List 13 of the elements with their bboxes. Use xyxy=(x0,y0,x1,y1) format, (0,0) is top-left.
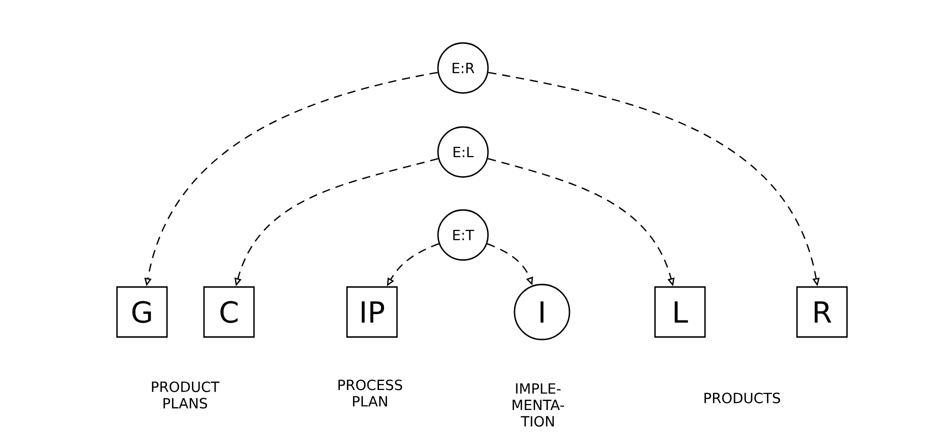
circle-node: E:T xyxy=(437,209,489,261)
caption-text: PRODUCTS xyxy=(704,392,780,404)
circle-node: I xyxy=(514,284,570,340)
circle-node: E:L xyxy=(437,126,489,178)
caption-text: PRODUCT PLANS xyxy=(152,381,220,409)
caption-text: IMPLE- MENTA- TION xyxy=(512,383,564,427)
square-node: IP xyxy=(346,286,398,338)
square-node: L xyxy=(654,286,706,338)
circle-node: E:R xyxy=(437,42,489,94)
square-node: R xyxy=(796,286,848,338)
caption-text: PROCESS PLAN xyxy=(338,380,402,406)
square-node: C xyxy=(203,286,255,338)
square-node: G xyxy=(116,286,168,338)
